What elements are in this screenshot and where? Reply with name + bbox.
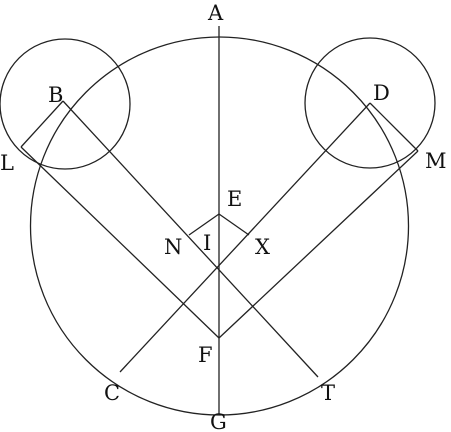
label-x: X	[255, 235, 270, 259]
line-b-t	[62, 100, 319, 378]
label-t: T	[321, 381, 335, 405]
small-circle-b	[0, 38, 131, 170]
label-c: C	[104, 381, 120, 405]
line-n-e	[188, 213, 220, 236]
label-a: A	[207, 1, 224, 25]
label-g: G	[210, 410, 227, 432]
line-l-f	[20, 146, 220, 339]
label-b: B	[48, 83, 63, 107]
line-d-m	[369, 102, 419, 152]
line-b-l	[20, 100, 64, 148]
label-e: E	[227, 187, 242, 211]
label-i: I	[203, 231, 211, 255]
line-m-f	[218, 150, 419, 339]
label-d: D	[373, 81, 390, 105]
line-d-c	[119, 102, 371, 373]
line-e-x	[218, 213, 250, 236]
label-m: M	[425, 149, 447, 173]
small-circle-d	[304, 37, 436, 169]
label-f: F	[198, 343, 213, 367]
label-l: L	[0, 151, 14, 175]
label-n: N	[164, 235, 182, 259]
